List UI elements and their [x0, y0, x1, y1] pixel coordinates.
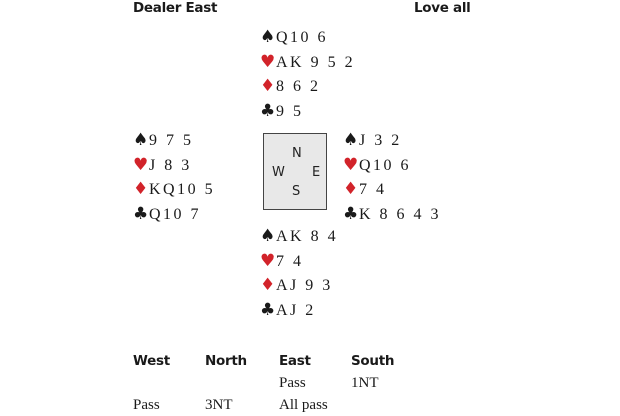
north-clubs: 9 5 [276, 102, 304, 120]
west-clubs: Q10 7 [149, 205, 202, 223]
north-hearts: AK 9 5 2 [276, 53, 356, 71]
bid: 1NT [351, 375, 379, 391]
compass-east: E [312, 165, 321, 180]
south-hearts: 7 4 [276, 252, 304, 270]
bid: 3NT [205, 397, 233, 413]
diamond-icon: ♦ [260, 76, 276, 96]
east-diamonds: 7 4 [359, 181, 387, 198]
south-spades: AK 8 4 [276, 228, 339, 245]
club-icon: ♣ [260, 299, 276, 320]
west-spades: 9 7 5 [149, 132, 194, 149]
compass-box: N W E S [263, 133, 327, 210]
bid: All pass [279, 397, 328, 413]
bid: Pass [133, 397, 160, 413]
dealer-label: Dealer East [133, 0, 218, 16]
header-east: East [279, 353, 311, 369]
heart-icon: ♥ [343, 154, 359, 175]
club-icon: ♣ [343, 203, 359, 224]
vulnerability-label: Love all [414, 0, 471, 16]
south-hand: ♠AK 8 4 ♥7 4 ♦AJ 9 3 ♣AJ 2 [260, 224, 338, 322]
diamond-icon: ♦ [343, 179, 359, 199]
spade-icon: ♠ [133, 130, 149, 150]
spade-icon: ♠ [260, 27, 276, 47]
heart-icon: ♥ [260, 250, 276, 271]
header-north: North [205, 353, 247, 369]
compass-north: N [292, 146, 302, 161]
bid: Pass [279, 375, 306, 391]
diamond-icon: ♦ [133, 179, 149, 199]
header-south: South [351, 353, 395, 369]
east-hearts: Q10 6 [359, 156, 412, 174]
south-diamonds: AJ 9 3 [276, 277, 333, 294]
east-clubs: K 8 6 4 3 [359, 205, 442, 223]
club-icon: ♣ [260, 100, 276, 121]
heart-icon: ♥ [260, 51, 276, 72]
north-spades: Q10 6 [276, 29, 329, 46]
compass-south: S [292, 184, 301, 199]
east-spades: J 3 2 [359, 132, 402, 149]
west-hearts: J 8 3 [149, 156, 192, 174]
spade-icon: ♠ [260, 226, 276, 246]
heart-icon: ♥ [133, 154, 149, 175]
south-clubs: AJ 2 [276, 301, 316, 319]
club-icon: ♣ [133, 203, 149, 224]
north-hand: ♠Q10 6 ♥AK 9 5 2 ♦8 6 2 ♣9 5 [260, 25, 355, 123]
diamond-icon: ♦ [260, 275, 276, 295]
west-hand: ♠9 7 5 ♥J 8 3 ♦KQ10 5 ♣Q10 7 [133, 128, 215, 226]
east-hand: ♠J 3 2 ♥Q10 6 ♦7 4 ♣K 8 6 4 3 [343, 128, 441, 226]
north-diamonds: 8 6 2 [276, 78, 321, 95]
header-west: West [133, 353, 170, 369]
west-diamonds: KQ10 5 [149, 181, 216, 198]
compass-west: W [272, 165, 285, 180]
spade-icon: ♠ [343, 130, 359, 150]
